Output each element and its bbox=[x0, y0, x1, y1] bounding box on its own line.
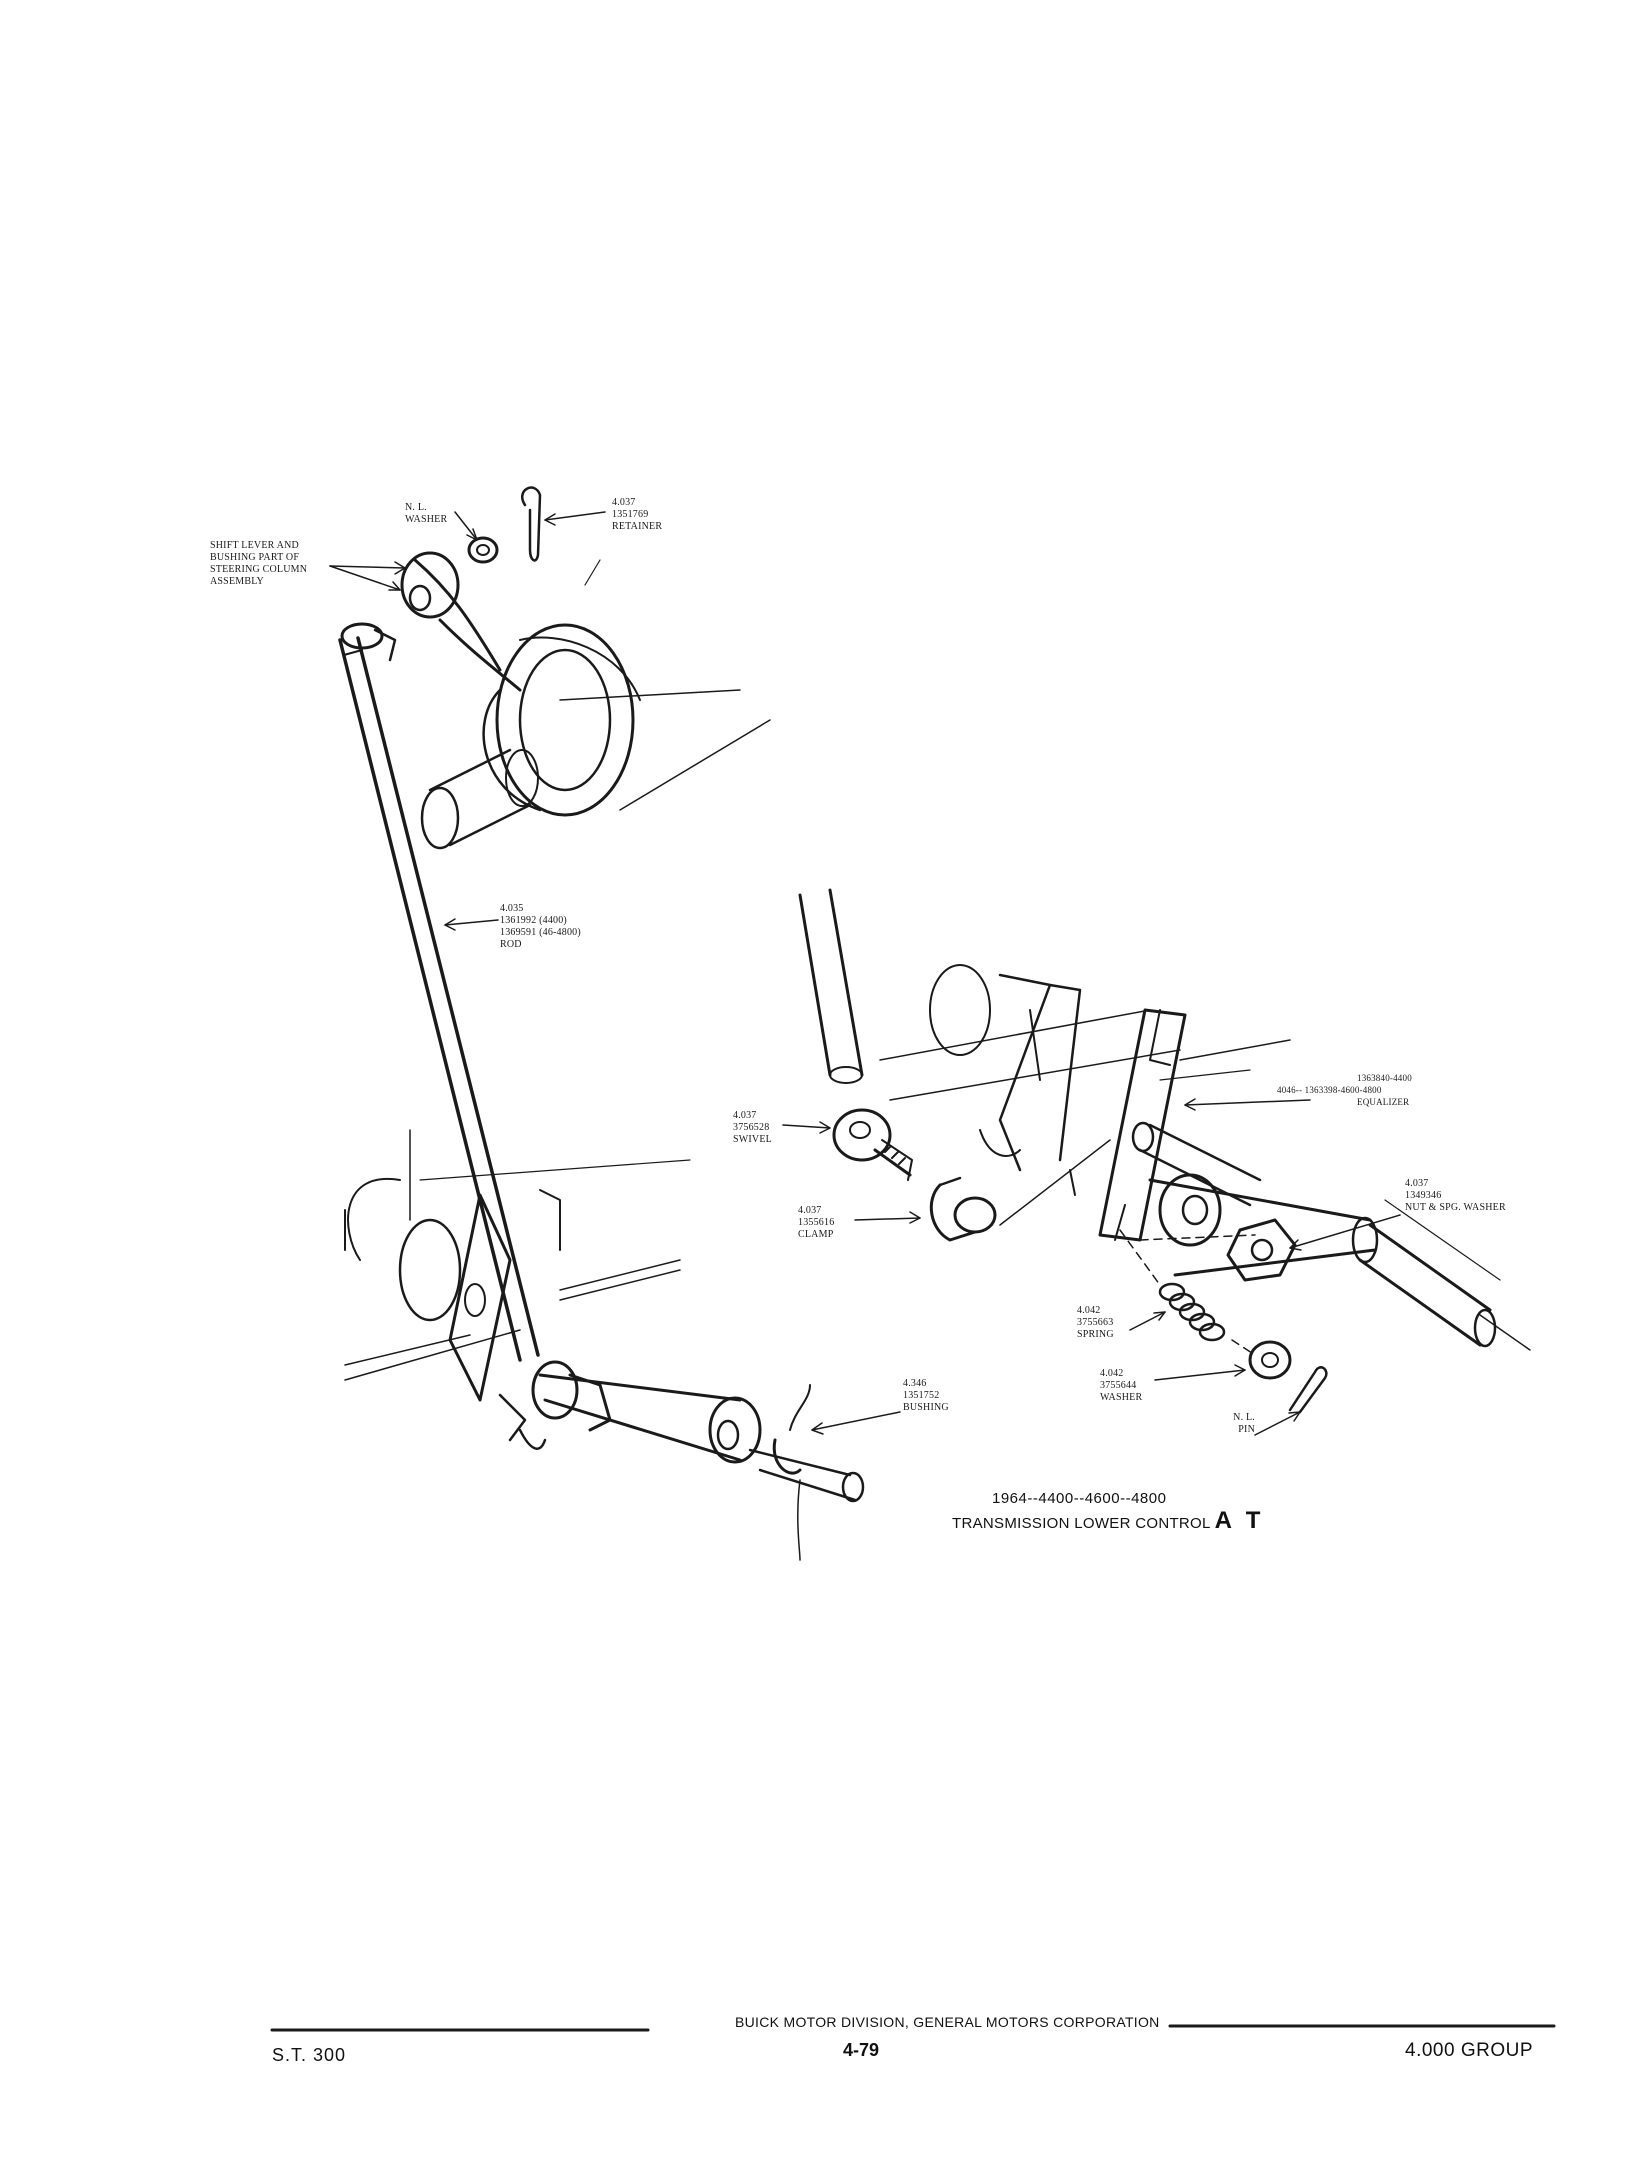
rod-label: 4.035 1361992 (4400) 1369591 (46-4800) R… bbox=[500, 903, 581, 951]
washer-part-number: 3755644 bbox=[1100, 1380, 1137, 1391]
steering-column-assembly bbox=[340, 486, 771, 850]
swivel-part-number: 3756528 bbox=[733, 1122, 770, 1133]
washer-name: WASHER bbox=[1100, 1392, 1143, 1403]
rod-name: ROD bbox=[500, 939, 522, 950]
footer-page-number: 4-79 bbox=[843, 2040, 880, 2060]
shift-lever-label: SHIFT LEVER AND BUSHING PART OF STEERING… bbox=[210, 540, 307, 588]
diagram-caption: 1964--4400--4600--4800 TRANSMISSION LOWE… bbox=[952, 1490, 1264, 1535]
shift-lever-l4: ASSEMBLY bbox=[210, 576, 264, 587]
nl-washer-label-l1: N. L. bbox=[405, 502, 427, 513]
rod-code: 4.035 bbox=[500, 903, 524, 914]
shift-rod bbox=[338, 636, 540, 1362]
retainer-label: 4.037 1351769 RETAINER bbox=[612, 497, 662, 533]
nl-pin-label-l1: N. L. bbox=[1233, 1412, 1255, 1423]
nl-pin-label: N. L. PIN bbox=[1215, 1412, 1255, 1436]
footer-rules bbox=[270, 2024, 1556, 2032]
nut-washer-part-number: 1349346 bbox=[1405, 1190, 1442, 1201]
bushing-part-number: 1351752 bbox=[903, 1390, 940, 1401]
equalizer-assembly bbox=[798, 888, 1531, 1414]
swivel-code: 4.037 bbox=[733, 1110, 757, 1121]
nut-washer-label: 4.037 1349346 NUT & SPG. WASHER bbox=[1405, 1178, 1506, 1214]
caption-title-suffix: A T bbox=[1214, 1507, 1265, 1534]
caption-models: 1964--4400--4600--4800 bbox=[992, 1490, 1167, 1507]
nut-washer-name: NUT & SPG. WASHER bbox=[1405, 1202, 1506, 1213]
nl-washer-label: N. L. WASHER bbox=[405, 502, 447, 526]
washer-label: 4.042 3755644 WASHER bbox=[1100, 1368, 1142, 1404]
washer-code: 4.042 bbox=[1100, 1368, 1124, 1379]
spring-label: 4.042 3755663 SPRING bbox=[1077, 1305, 1114, 1341]
clamp-code: 4.037 bbox=[798, 1205, 822, 1216]
nl-pin-label-l2: PIN bbox=[1238, 1424, 1255, 1435]
nut-washer-code: 4.037 bbox=[1405, 1178, 1429, 1189]
bushing-label: 4.346 1351752 BUSHING bbox=[903, 1378, 949, 1414]
rod-part-number-2: 1369591 (46-4800) bbox=[500, 927, 581, 938]
footer-group: 4.000 GROUP bbox=[1405, 2040, 1533, 2061]
shift-lever-l1: SHIFT LEVER AND bbox=[210, 540, 299, 551]
equalizer-label: 1363840-4400 4046-- 1363398-4600-4800 EQ… bbox=[1277, 1072, 1412, 1108]
bushing-code: 4.346 bbox=[903, 1378, 927, 1389]
retainer-part-number: 1351769 bbox=[612, 509, 649, 520]
swivel-name: SWIVEL bbox=[733, 1134, 772, 1145]
clamp-label: 4.037 1355616 CLAMP bbox=[798, 1205, 834, 1241]
shift-lever-l3: STEERING COLUMN bbox=[210, 564, 308, 575]
caption-title-text: TRANSMISSION LOWER CONTROL bbox=[952, 1515, 1211, 1532]
shift-lever-l2: BUSHING PART OF bbox=[210, 552, 300, 563]
caption-title: TRANSMISSION LOWER CONTROL A T bbox=[952, 1507, 1264, 1535]
retainer-code: 4.037 bbox=[612, 497, 636, 508]
footer-left-code: S.T. 300 bbox=[272, 2045, 347, 2065]
rod-part-number-1: 1361992 (4400) bbox=[500, 915, 567, 926]
leader-lines bbox=[329, 511, 1401, 1436]
clamp-part-number: 1355616 bbox=[798, 1217, 835, 1228]
spring-code: 4.042 bbox=[1077, 1305, 1101, 1316]
transmission-lever-assembly bbox=[344, 1129, 865, 1561]
spring-name: SPRING bbox=[1077, 1329, 1114, 1340]
equalizer-name: EQUALIZER bbox=[1357, 1097, 1410, 1107]
bushing-name: BUSHING bbox=[903, 1402, 949, 1413]
spring-part-number: 3755663 bbox=[1077, 1317, 1114, 1328]
clamp-name: CLAMP bbox=[798, 1229, 834, 1240]
equalizer-part-number-1: 1363840-4400 bbox=[1357, 1073, 1412, 1083]
footer-publisher: BUICK MOTOR DIVISION, GENERAL MOTORS COR… bbox=[735, 2014, 1160, 2030]
nl-washer-label-l2: WASHER bbox=[405, 514, 448, 525]
equalizer-part-number-2: 4046-- 1363398-4600-4800 bbox=[1277, 1085, 1382, 1095]
retainer-name: RETAINER bbox=[612, 521, 663, 532]
swivel-label: 4.037 3756528 SWIVEL bbox=[733, 1110, 772, 1146]
